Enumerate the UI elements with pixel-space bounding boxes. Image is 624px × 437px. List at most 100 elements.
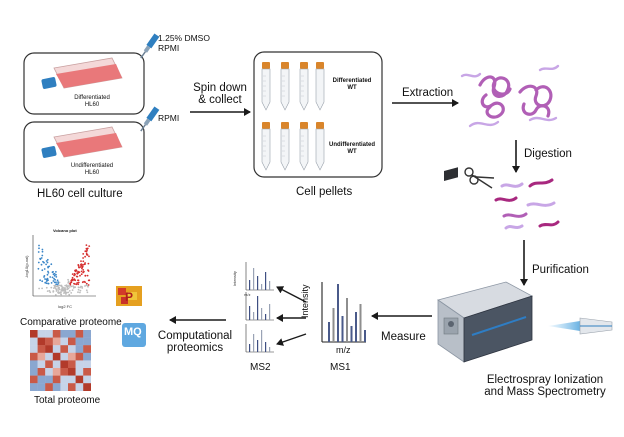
measure-label: Measure [381,331,426,343]
flask2-label: Undifferentiated HL60 [70,163,114,176]
ms1-peak [328,322,330,342]
volcano-point [53,284,56,287]
volcano-point [41,280,44,283]
correlation-heatmap [30,330,91,391]
ms1-spectrum [321,282,366,343]
heatmap-cell [68,352,76,361]
heatmap-cell [52,368,61,376]
heatmap-cell [52,330,61,338]
volcano-point [60,289,63,292]
heatmap-cell [83,375,91,384]
volcano-point [61,287,64,290]
heatmap-cell [30,360,38,369]
volcano-point [65,293,67,295]
volcano-point [71,276,74,279]
volcano-point [55,283,58,286]
volcano-point [75,269,77,271]
volcano-point [46,273,49,276]
heatmap-cell [75,330,84,338]
volcano-point [84,250,87,253]
volcano-point [81,281,84,284]
falcon-tube-icon [315,62,325,111]
heatmap-cell [37,375,46,384]
heatmap-cell [83,345,91,353]
volcano-point [87,270,90,272]
ms2-peak [257,340,259,352]
total-proteome-caption: Total proteome [34,395,101,406]
volcano-point [73,279,76,281]
volcano-point [41,254,44,257]
volcano-point [85,289,88,292]
volcano-point [82,271,84,274]
ms2-spectrum [245,292,274,321]
heatmap-cell [68,345,76,353]
heatmap-cell [83,330,91,338]
heatmap-cell [75,345,84,353]
ms2-caption: MS2 [250,362,271,373]
volcano-point [88,255,90,258]
volcano-point [57,286,60,289]
maxquant-logo-text: MQ [124,326,142,338]
heatmap-cell [45,368,53,376]
volcano-point [40,263,43,266]
ms2-peak [249,306,251,320]
volcano-point [65,291,68,294]
volcano-point [79,274,81,277]
volcano-point [86,291,89,294]
volcano-point [57,290,60,292]
volcano-point [77,281,80,284]
volcano-point [84,274,87,277]
ms1-caption: MS1 [330,362,351,373]
heatmap-cell [68,375,76,384]
volcano-point [58,291,61,294]
volcano-point [82,260,85,263]
volcano-point [43,268,46,270]
volcano-point [76,282,79,284]
ms2-peak [265,272,267,290]
volcano-point [67,291,70,294]
heatmap-cell [30,330,38,338]
volcano-point [41,248,44,251]
pipette-icon [140,33,160,59]
volcano-point [84,285,86,287]
falcon-tube-icon [280,122,290,171]
heatmap-cell [45,337,53,346]
heatmap-cell [83,368,91,376]
volcano-point [52,290,55,292]
volcano-point [85,247,88,250]
volcano-point [49,291,52,294]
volcano-point [52,271,54,273]
ms2-peak [269,347,271,352]
hl60-culture-caption: HL60 cell culture [37,188,123,200]
volcano-point [67,280,70,283]
volcano-point [55,271,57,273]
volcano-point [48,289,51,292]
ms1-peak [355,312,357,342]
volcano-point [45,282,48,285]
volcano-point [71,279,74,282]
heatmap-cell [52,345,61,353]
peptide-fragments-icon [494,178,560,230]
volcano-title: Volcano plot [53,228,77,233]
ms2-peak [265,342,267,352]
heatmap-cell [60,368,69,376]
protein-tangle-icon [478,75,553,119]
flask-icon [41,57,123,89]
heatmap-cell [37,383,46,391]
volcano-point [38,287,40,290]
volcano-point [55,276,58,278]
heatmap-cell [83,337,91,346]
pipette-icon [140,106,160,132]
volcano-point [67,285,69,287]
ms2-peak [261,330,263,352]
volcano-plot [32,235,96,297]
volcano-point [79,286,81,289]
volcano-point [77,279,80,282]
ms1-peak [341,316,344,342]
volcano-point [77,283,80,286]
volcano-point [74,286,77,289]
volcano-point [45,278,48,281]
heatmap-cell [45,330,53,338]
protein-strand-icon [460,64,560,128]
